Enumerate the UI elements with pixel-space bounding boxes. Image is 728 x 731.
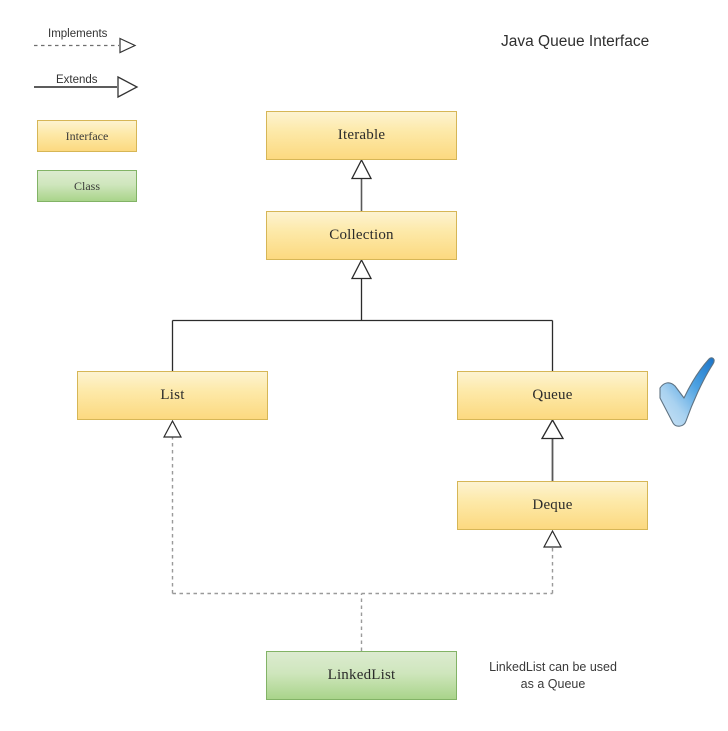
- legend-implements-arrow: [34, 37, 137, 54]
- node-list-label: List: [160, 387, 185, 403]
- node-deque[interactable]: Deque: [457, 481, 648, 530]
- edge-deque-extends-queue: [540, 418, 565, 481]
- legend-swatch-class: Class: [37, 170, 137, 202]
- node-linkedlist[interactable]: LinkedList: [266, 651, 457, 700]
- legend-implements-label: Implements: [48, 28, 108, 40]
- node-collection[interactable]: Collection: [266, 211, 457, 260]
- node-collection-label: Collection: [329, 227, 394, 243]
- legend-extends-arrow: [34, 75, 139, 99]
- annotation-line-1: LinkedList can be used: [489, 660, 617, 674]
- page-title: Java Queue Interface: [501, 33, 650, 50]
- legend-swatch-interface: Interface: [37, 120, 137, 152]
- node-list[interactable]: List: [77, 371, 268, 420]
- blue-check-mark-icon: [659, 357, 715, 427]
- edge-list-queue-extends-collection: [171, 258, 554, 371]
- edge-linkedlist-implements-list-deque: [163, 419, 562, 651]
- legend-class-label: Class: [73, 178, 100, 193]
- node-iterable-label: Iterable: [337, 127, 386, 143]
- annotation-linkedlist-as-queue: LinkedList can be used as a Queue: [472, 659, 634, 693]
- legend-interface-label: Interface: [65, 128, 109, 143]
- node-queue-label: Queue: [532, 387, 573, 403]
- node-iterable[interactable]: Iterable: [266, 111, 457, 160]
- node-linkedlist-label: LinkedList: [327, 667, 396, 683]
- node-deque-label: Deque: [532, 497, 573, 513]
- annotation-line-2: as a Queue: [520, 677, 586, 691]
- legend-extends-label: Extends: [56, 74, 98, 86]
- edge-collection-extends-iterable: [350, 158, 373, 211]
- node-queue[interactable]: Queue: [457, 371, 648, 420]
